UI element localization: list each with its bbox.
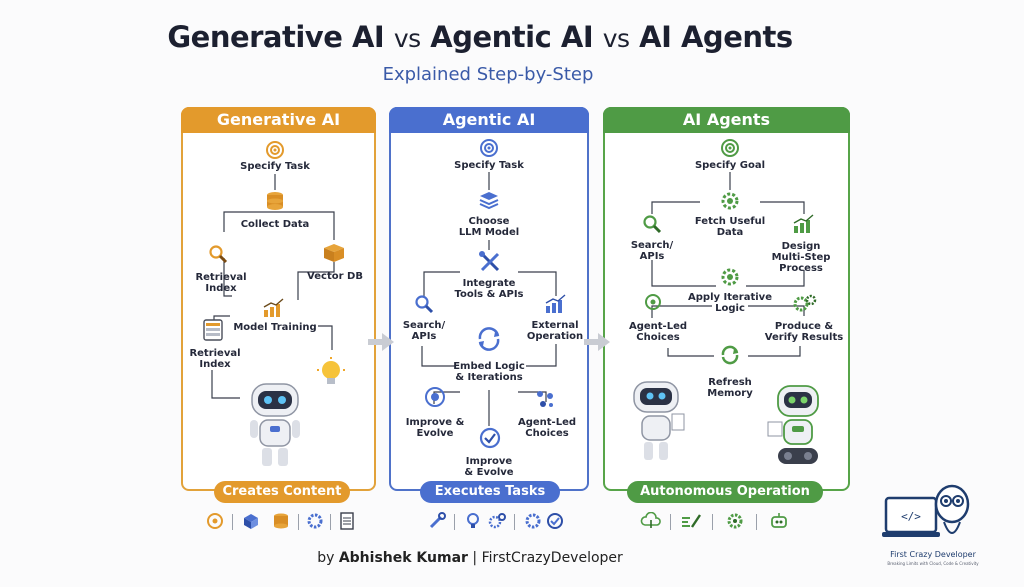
robot-icon <box>250 383 300 466</box>
arrow-right-icon <box>368 333 394 351</box>
magnifier-icon <box>415 295 434 314</box>
pill-autonomous-operation: Autonomous Operation <box>627 481 823 503</box>
cube-icon <box>244 514 258 529</box>
bar-chart-icon <box>793 214 814 233</box>
svg-text:</>: </> <box>901 510 921 523</box>
panel-agentic-ai: Agentic AI <box>389 107 589 491</box>
brand-logo-icon: </> <box>882 484 970 537</box>
bar-chart-icon <box>263 298 284 317</box>
gear-cycle-icon <box>425 387 445 407</box>
robot-icon <box>633 381 685 460</box>
brand-tagline: Breaking Limits with Cloud, Code & Creat… <box>887 561 979 566</box>
ag-integrate-tools: Integrate Tools & APIs <box>454 278 524 300</box>
agents-specify-goal: Specify Goal <box>694 160 766 171</box>
tools-icon <box>479 251 500 272</box>
wrench-icon <box>429 512 446 529</box>
gen-vector-db: Vector DB <box>307 271 363 282</box>
brand-name: First Crazy Developer <box>890 550 976 559</box>
byline-separator: | <box>472 550 478 566</box>
layers-icon <box>479 192 499 210</box>
magnifier-icon <box>643 215 662 234</box>
footer-icons-generative <box>206 512 366 534</box>
robot-green-icon <box>767 385 819 464</box>
gen-collect-data: Collect Data <box>240 219 310 230</box>
agents-design-process: Design Multi-Step Process <box>771 241 831 274</box>
gear-icon <box>721 192 739 210</box>
agents-refresh-memory: Refresh Memory <box>707 377 753 399</box>
ag-specify-task: Specify Task <box>454 160 524 171</box>
bulb-gear-icon <box>467 513 479 528</box>
server-icon <box>203 319 223 341</box>
ag-agent-led-choices: Agent-Led Choices <box>517 417 577 439</box>
pin-gear-icon <box>645 294 661 310</box>
page-title: Generative AI vs Agentic AI vs AI Agents <box>0 20 960 54</box>
pill-creates-content: Creates Content <box>214 481 350 503</box>
panel-generative-ai: Generative AI <box>181 107 376 491</box>
agents-agent-led-choices: Agent-Led Choices <box>628 321 688 343</box>
agents-fetch-data: Fetch Useful Data <box>694 216 766 238</box>
title-vs-1: vs <box>393 24 421 53</box>
ag-search-apis: Search/ APIs <box>402 320 446 342</box>
network-icon <box>537 391 553 407</box>
title-part-generative: Generative AI <box>167 20 385 54</box>
agents-search-apis: Search/ APIs <box>630 240 674 262</box>
panel-header-agentic: Agentic AI <box>389 107 589 133</box>
gears-icon <box>793 294 817 312</box>
arrow-right-icon <box>584 333 610 351</box>
cloud-download-icon <box>640 512 661 528</box>
refresh-icon <box>721 345 739 365</box>
speed-icon <box>682 514 701 528</box>
byline-author: Abhishek Kumar <box>338 550 468 566</box>
gear-icon <box>721 268 739 286</box>
gear-icon <box>525 513 541 529</box>
badge-icon <box>547 513 563 529</box>
byline: by Abhishek Kumar | FirstCrazyDeveloper <box>300 550 640 566</box>
ag-embed-logic: Embed Logic & Iterations <box>453 361 525 383</box>
gen-retrieval-index-1: Retrieval Index <box>195 272 247 294</box>
gear-cycle-icon <box>727 513 743 529</box>
footer-icons-agents <box>640 512 810 534</box>
title-vs-2: vs <box>602 24 630 53</box>
vector-db-icon <box>324 244 344 262</box>
pill-executes-tasks: Executes Tasks <box>420 481 560 503</box>
gen-specify-task: Specify Task <box>240 161 310 172</box>
ag-improve-evolve-2: Improve & Evolve <box>464 456 514 478</box>
gen-model-training: Model Training <box>233 322 317 333</box>
magnifier-icon <box>209 245 228 264</box>
check-cycle-icon <box>479 427 501 449</box>
panel-header-generative: Generative AI <box>181 107 376 133</box>
title-part-agents: AI Agents <box>639 20 793 54</box>
lightbulb-icon <box>317 357 345 384</box>
cycle-icon <box>478 327 500 351</box>
database-icon <box>274 513 288 529</box>
target-icon <box>480 139 498 157</box>
gears-icon <box>488 513 506 529</box>
title-part-agentic: Agentic AI <box>430 20 594 54</box>
target-icon <box>721 139 739 157</box>
target-icon <box>207 513 223 529</box>
page-subtitle: Explained Step-by-Step <box>382 64 594 85</box>
gen-retrieval-index-2: Retrieval Index <box>189 348 241 370</box>
robot-tools-icon <box>771 513 787 528</box>
gear-icon <box>307 513 323 529</box>
panel-header-agents: AI Agents <box>603 107 850 133</box>
ag-external-operation: External Operation <box>526 320 584 342</box>
bar-chart-icon <box>545 294 566 313</box>
agents-produce-verify: Produce & Verify Results <box>764 321 844 343</box>
target-icon <box>266 141 284 159</box>
byline-site: FirstCrazyDeveloper <box>481 550 623 566</box>
agents-apply-logic: Apply Iterative Logic <box>688 292 772 314</box>
ag-choose-llm: Choose LLM Model <box>458 216 520 238</box>
ag-improve-evolve-1: Improve & Evolve <box>405 417 465 439</box>
byline-prefix: by <box>317 550 335 566</box>
database-icon <box>267 192 283 210</box>
document-icon <box>340 512 354 530</box>
footer-icons-agentic <box>428 512 578 534</box>
